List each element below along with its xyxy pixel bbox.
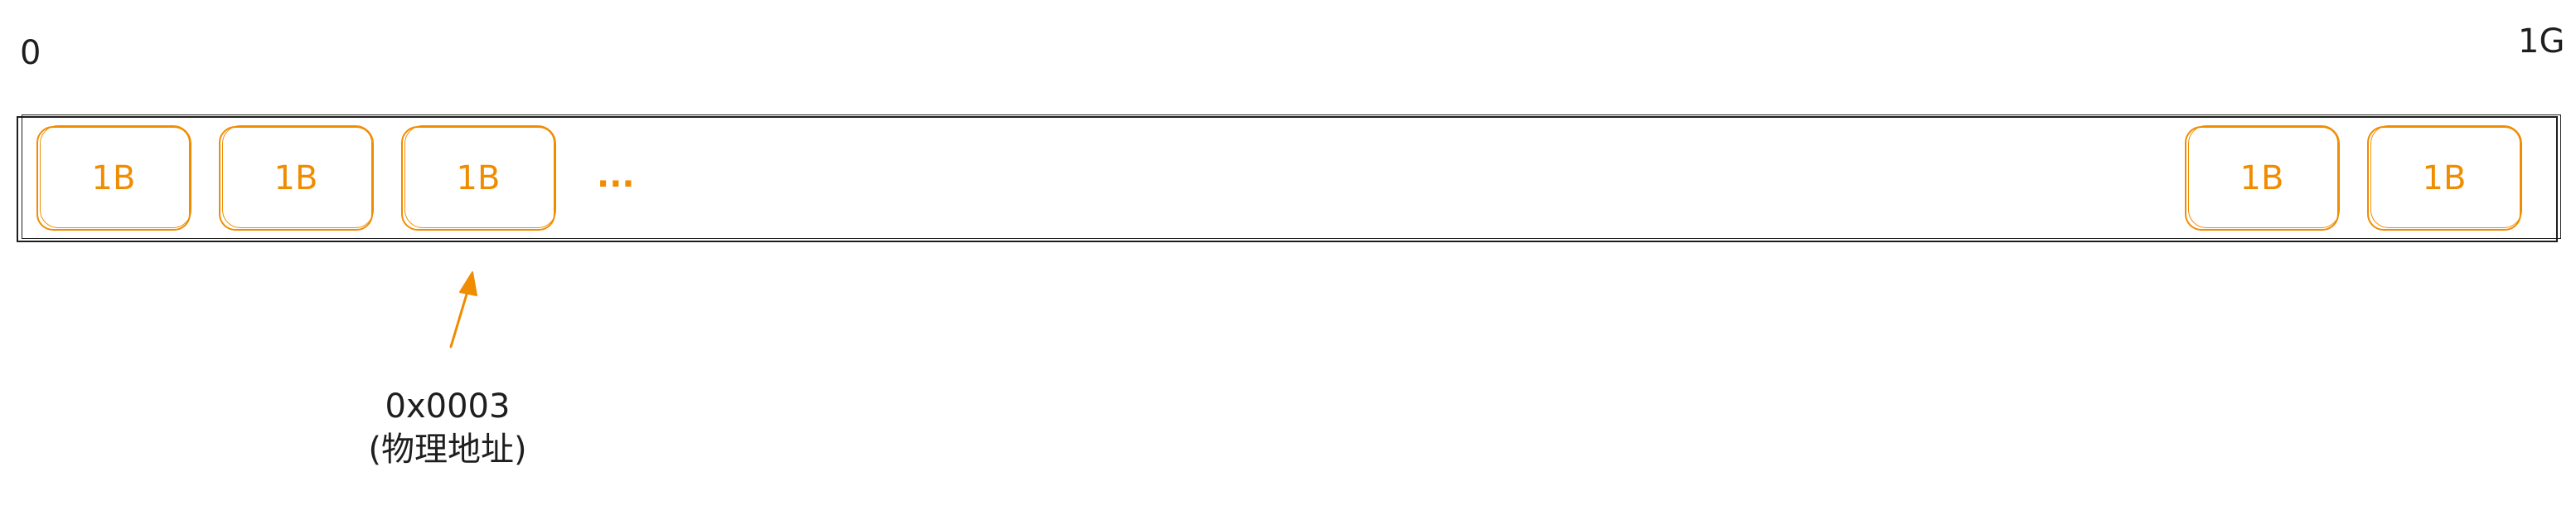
axis-end-label: 1G [2518,22,2565,61]
arrow-head [459,271,477,296]
byte-cell: 1B [36,125,191,231]
byte-cell: 1B [219,125,374,231]
arrow-shaft [449,279,472,348]
ellipsis: ... [597,157,635,195]
byte-cell: 1B [2367,125,2522,231]
axis-start-label: 0 [20,34,41,72]
address-value: 0x0003 [385,387,511,426]
byte-cell-pointed: 1B [401,125,556,231]
memory-strip [17,114,2561,242]
address-note: (物理地址) [368,431,527,469]
address-annotation: 0x0003 (物理地址) [332,385,564,471]
byte-cell: 1B [2185,125,2340,231]
